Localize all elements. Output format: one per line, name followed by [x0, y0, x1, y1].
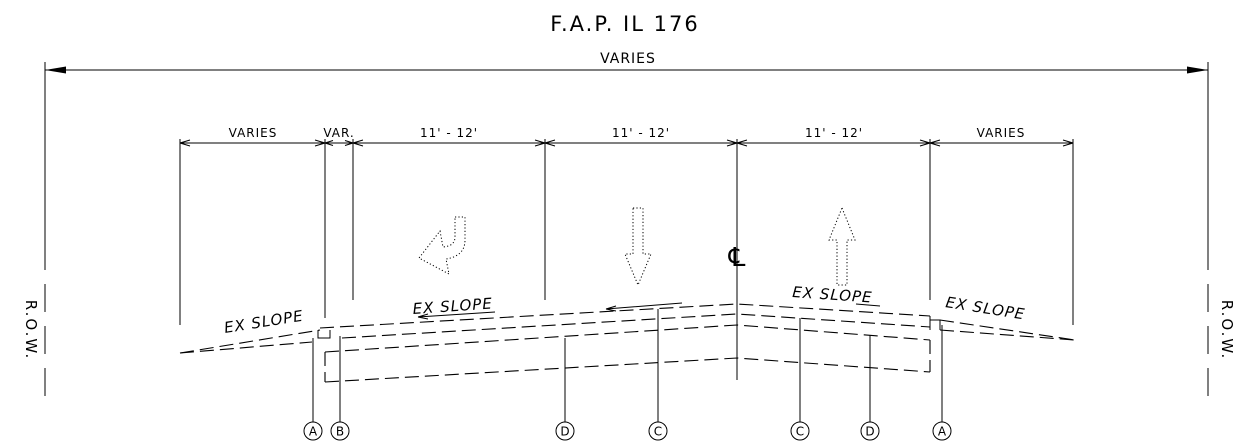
curb-right: [929, 316, 941, 330]
pavement-subbase-bottom: [324, 357, 931, 383]
existing-slope-left-lower: [179, 341, 313, 354]
callout-letter: C: [654, 425, 662, 439]
left-turn-arrow-icon: [418, 216, 466, 275]
row-label-left: R.O.W.: [22, 300, 40, 361]
pavement-layer-3: [324, 324, 931, 353]
callout-c-left: C: [648, 421, 668, 441]
pavement-surface: [319, 303, 931, 329]
callout-d-left: D: [555, 421, 575, 441]
slope-arrow: [417, 311, 496, 320]
dimension-label-curb: VAR.: [323, 126, 354, 140]
slope-label-right-shoulder: EX SLOPE: [944, 293, 1026, 323]
callout-letter: D: [560, 425, 569, 439]
existing-slope-right-lower: [939, 329, 1076, 341]
slope-label-right-lanes: EX SLOPE: [792, 283, 873, 307]
centerline-symbol: ℄: [728, 243, 746, 273]
lane-dimension-arrowheads: [179, 139, 1074, 147]
pavement-layer-2: [341, 313, 931, 339]
down-arrow-icon: [624, 207, 652, 287]
callout-letter: C: [796, 425, 804, 439]
slope-label-left-shoulder: EX SLOPE: [223, 307, 305, 337]
callout-letter: D: [865, 425, 874, 439]
curb-left: [317, 330, 341, 342]
slope-label-left-lanes: EX SLOPE: [412, 294, 493, 318]
callout-d-right: D: [860, 421, 880, 441]
drawing-title: F.A.P. IL 176: [550, 12, 699, 36]
dimension-label-left-shoulder: VARIES: [229, 126, 278, 140]
slope-arrow: [605, 302, 683, 312]
callout-letter: B: [336, 425, 344, 439]
dimension-label-right-shoulder: VARIES: [977, 126, 1026, 140]
dimension-label-northbound-lane: 11' - 12': [805, 126, 863, 140]
callout-b: B: [330, 421, 350, 441]
up-arrow-icon: [828, 206, 856, 286]
dimension-label-turn-lane: 11' - 12': [420, 126, 478, 140]
existing-slope-right: [939, 319, 1076, 341]
overall-dimension-arrow-left: [45, 66, 66, 74]
callout-c-right: C: [790, 421, 810, 441]
existing-slope-left: [179, 329, 321, 354]
overall-dimension-arrow-right: [1187, 66, 1208, 74]
callout-letter: A: [938, 425, 947, 439]
dimension-label-southbound-lane: 11' - 12': [612, 126, 670, 140]
row-label-right: R.O.W.: [1218, 300, 1236, 361]
callout-letter: A: [309, 425, 318, 439]
callout-a-left: A: [303, 421, 323, 441]
overall-dimension-label: VARIES: [600, 51, 656, 67]
callout-a-right: A: [932, 421, 952, 441]
slope-arrow: [855, 303, 881, 307]
